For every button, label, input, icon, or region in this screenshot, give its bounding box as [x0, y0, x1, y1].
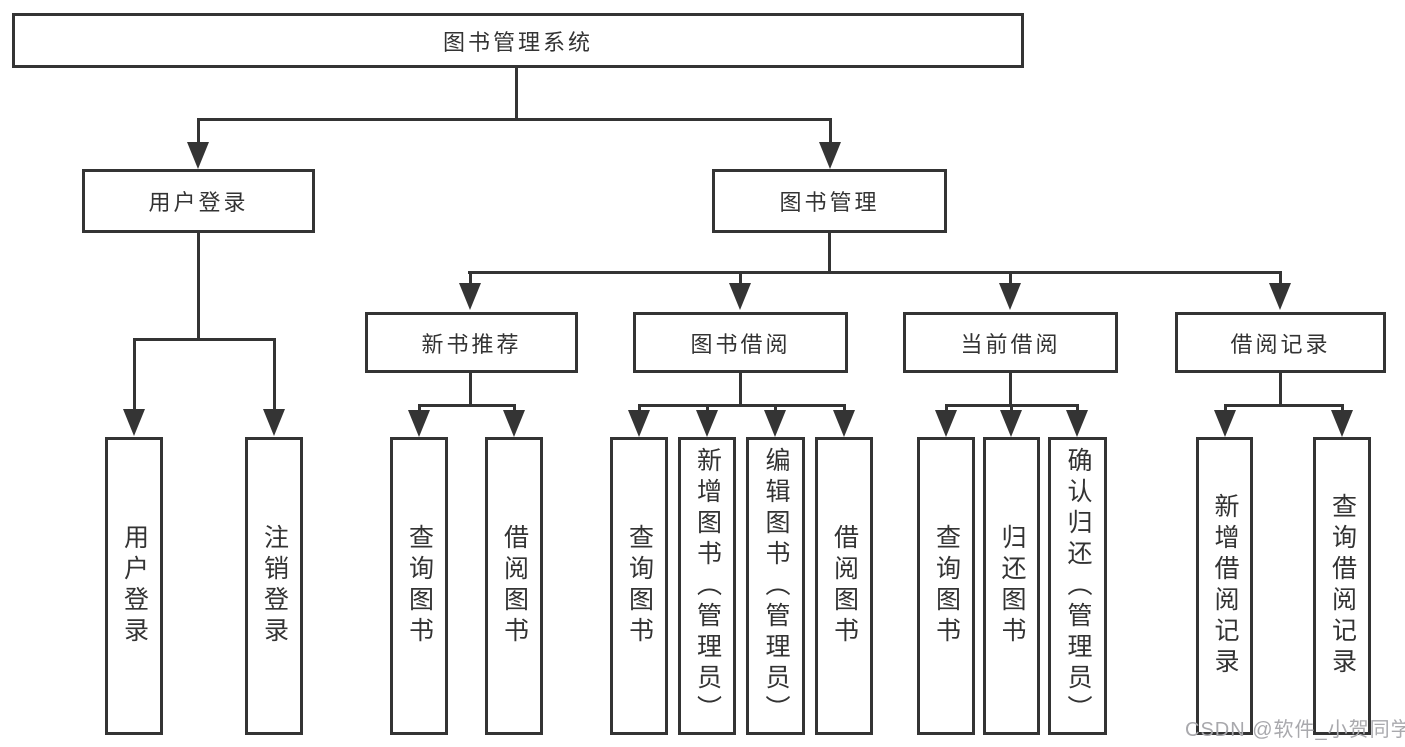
connector-current-stem-1: [945, 404, 948, 414]
node-new-book-recommend: 新书推荐: [365, 312, 578, 373]
leaf-borrow-borrow-books: 借阅图书: [815, 437, 873, 735]
connector-borrow-vline: [739, 373, 742, 407]
arrow-down-icon: [819, 142, 841, 169]
connector-root-vline: [515, 68, 518, 121]
arrow-down-icon: [999, 283, 1021, 310]
connector-records-hline: [1224, 404, 1343, 407]
connector-login-stem-2: [273, 338, 276, 410]
connector-recommend-hline: [418, 404, 516, 407]
connector-mgmt-stem-4: [1279, 271, 1282, 284]
arrow-down-icon: [263, 409, 285, 436]
arrow-down-icon: [123, 409, 145, 436]
connector-current-stem-3: [1076, 404, 1079, 414]
connector-records-vline: [1279, 373, 1282, 407]
csdn-watermark: CSDN @软件_小贺同学: [1185, 719, 1405, 741]
connector-login-hline: [133, 338, 276, 341]
arrow-down-icon: [1066, 410, 1088, 437]
arrow-down-icon: [729, 283, 751, 310]
node-book-management: 图书管理: [712, 169, 947, 233]
connector-login-vline: [197, 233, 200, 340]
leaf-user-login: 用户登录: [105, 437, 163, 735]
leaf-borrow-add-books-admin: 新增图书（管理员）: [678, 437, 736, 735]
connector-borrow-stem-3: [774, 404, 777, 414]
leaf-borrow-query-books: 查询图书: [610, 437, 668, 735]
connector-borrow-stem-4: [843, 404, 846, 414]
arrow-down-icon: [1000, 410, 1022, 437]
arrow-down-icon: [1269, 283, 1291, 310]
arrow-down-icon: [935, 410, 957, 437]
leaf-recommend-query-books: 查询图书: [390, 437, 448, 735]
connector-root-stem-right: [829, 118, 832, 144]
node-book-borrow: 图书借阅: [633, 312, 848, 373]
arrow-down-icon: [628, 410, 650, 437]
arrow-down-icon: [1331, 410, 1353, 437]
connector-current-stem-2: [1010, 404, 1013, 414]
connector-mgmt-stem-1: [469, 271, 472, 284]
connector-borrow-hline: [638, 404, 846, 407]
arrow-down-icon: [764, 410, 786, 437]
connector-records-stem-2: [1341, 404, 1344, 414]
connector-root-hline: [197, 118, 832, 121]
node-borrow-records: 借阅记录: [1175, 312, 1386, 373]
connector-recommend-stem-2: [513, 404, 516, 414]
leaf-current-return-books: 归还图书: [983, 437, 1040, 735]
connector-mgmt-vline: [828, 233, 831, 274]
leaf-records-add-record: 新增借阅记录: [1196, 437, 1253, 735]
arrow-down-icon: [1214, 410, 1236, 437]
connector-borrow-stem-1: [638, 404, 641, 414]
node-current-borrow: 当前借阅: [903, 312, 1118, 373]
leaf-current-confirm-return-admin: 确认归还（管理员）: [1048, 437, 1107, 735]
leaf-records-query-record: 查询借阅记录: [1313, 437, 1371, 735]
connector-records-stem-1: [1224, 404, 1227, 414]
connector-recommend-stem-1: [418, 404, 421, 414]
leaf-recommend-borrow-books: 借阅图书: [485, 437, 543, 735]
arrow-down-icon: [696, 410, 718, 437]
connector-mgmt-stem-2: [739, 271, 742, 284]
connector-mgmt-stem-3: [1009, 271, 1012, 284]
leaf-current-query-books: 查询图书: [917, 437, 975, 735]
connector-borrow-stem-2: [706, 404, 709, 414]
arrow-down-icon: [459, 283, 481, 310]
arrow-down-icon: [503, 410, 525, 437]
connector-recommend-vline: [469, 373, 472, 407]
connector-root-stem-left: [197, 118, 200, 144]
connector-mgmt-hline: [468, 271, 1282, 274]
connector-login-stem-1: [133, 338, 136, 410]
arrow-down-icon: [833, 410, 855, 437]
node-root-system: 图书管理系统: [12, 13, 1024, 68]
node-user-login: 用户登录: [82, 169, 315, 233]
arrow-down-icon: [408, 410, 430, 437]
connector-current-vline: [1009, 373, 1012, 407]
leaf-borrow-edit-books-admin: 编辑图书（管理员）: [746, 437, 805, 735]
arrow-down-icon: [187, 142, 209, 169]
leaf-logout: 注销登录: [245, 437, 303, 735]
